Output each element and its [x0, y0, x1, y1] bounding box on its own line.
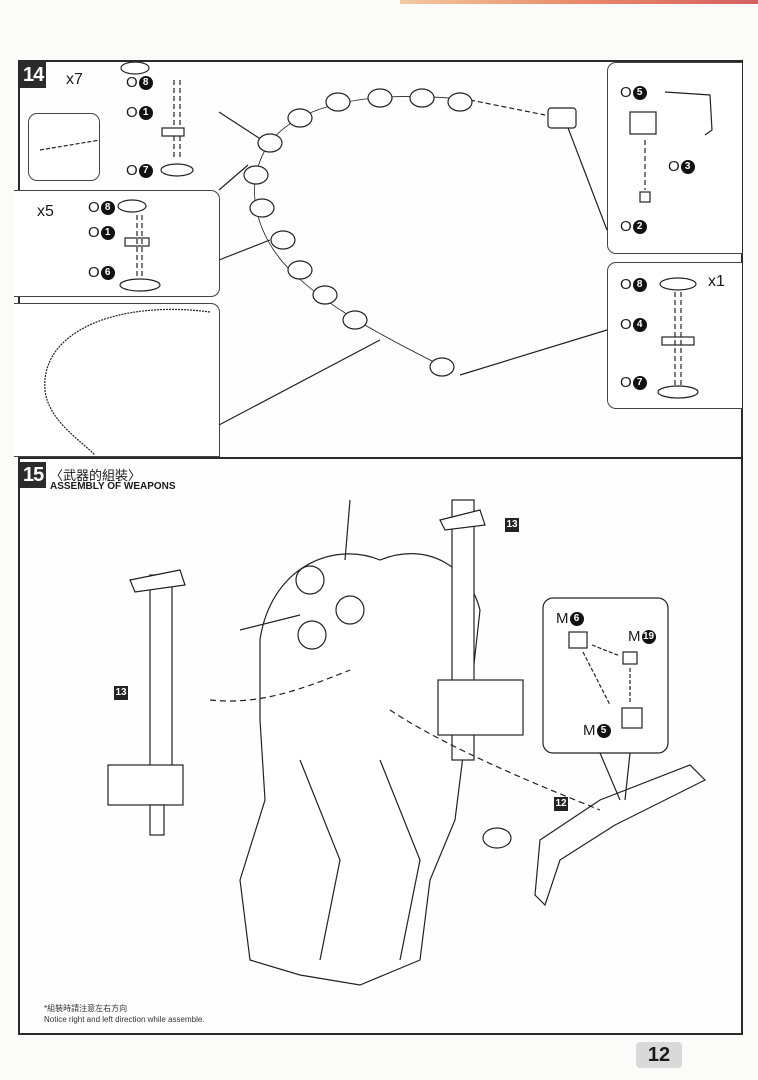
page-number: 12 — [636, 1042, 682, 1068]
multiplier-x5: x5 — [37, 203, 54, 220]
panel-end — [607, 62, 742, 254]
step-divider — [18, 457, 743, 459]
step-title-english: ASSEMBLY OF WEAPONS — [50, 481, 176, 492]
note-chinese: *組裝時請注意左右方向 — [44, 1004, 128, 1013]
note-english: Notice right and left direction while as… — [44, 1015, 205, 1024]
step-15-number: 15 — [20, 462, 47, 488]
panel-x5 — [14, 190, 220, 297]
scan-edge — [400, 0, 758, 4]
part-tag-13: 13 — [114, 686, 128, 700]
assembly-note: *組裝時請注意左右方向 Notice right and left direct… — [44, 1003, 205, 1025]
detail-inset — [28, 113, 100, 181]
step-title-chinese: 〈武器的組裝〉 — [50, 468, 142, 483]
part-tag-12: 12 — [554, 797, 568, 811]
step-14-number: 14 — [20, 62, 47, 88]
multiplier-x1: x1 — [708, 273, 725, 290]
part-tag-13: 13 — [505, 518, 519, 532]
multiplier-x7: x7 — [66, 71, 83, 88]
panel-cable — [14, 303, 220, 457]
